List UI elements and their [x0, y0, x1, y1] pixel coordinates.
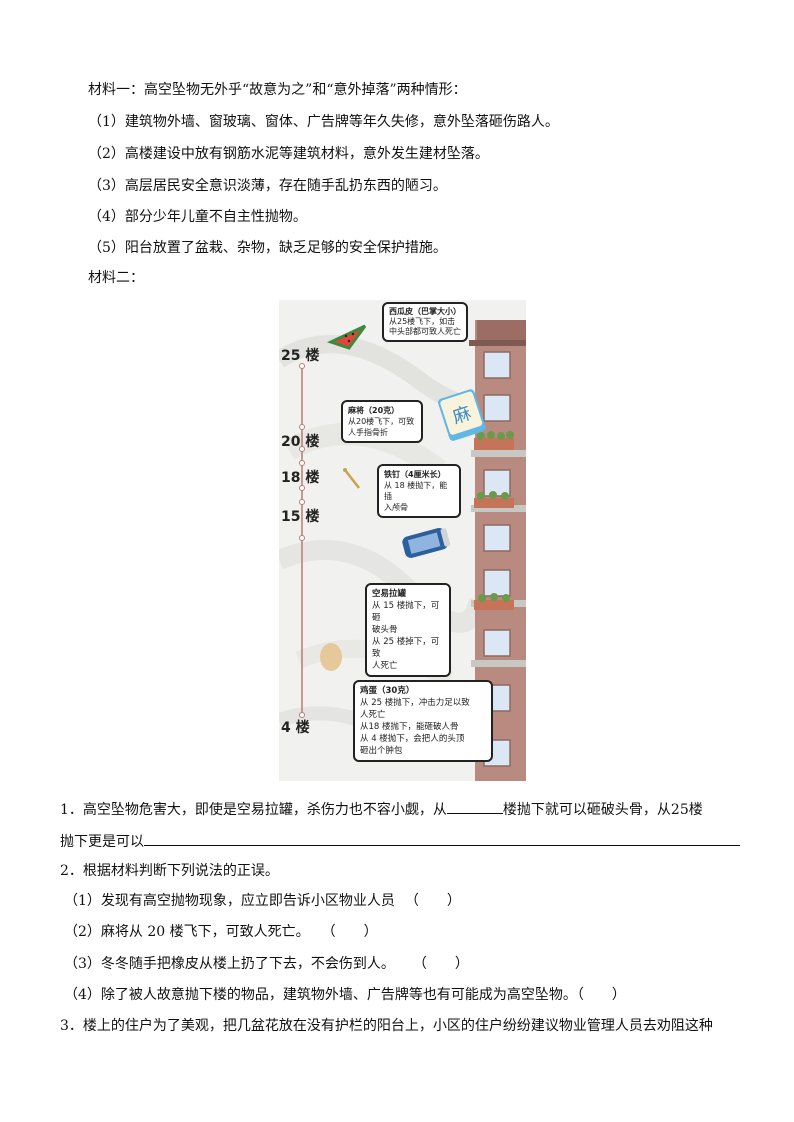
floor-label: 20 楼 [281, 434, 320, 450]
material1-item: （5）阳台放置了盆栽、杂物，缺乏足够的安全保护措施。 [88, 240, 447, 256]
question-2-item: （4）除了被人故意抛下楼的物品，建筑物外墙、广告牌等也有可能成为高空坠物。（ ） [64, 987, 626, 1003]
watermelon-callout: 西瓜皮（巴掌大小） 从25楼飞下，如击 中头部都可致人死亡 [382, 302, 468, 342]
answer-blank[interactable] [144, 830, 740, 846]
floor-label: 4 楼 [281, 720, 310, 736]
answer-parentheses[interactable]: （ ） [412, 956, 469, 972]
question-2-item: （1）发现有高空抛物现象，应立即告诉小区物业人员（ ） [64, 893, 461, 909]
material1-item: （1）建筑物外墙、窗玻璃、窗体、广告牌等年久失修，意外坠落砸伤路人。 [88, 114, 559, 130]
question-1-continued: 抛下更是可以 [60, 830, 740, 852]
question-1: 1．高空坠物危害大，即使是空易拉罐，杀伤力也不容小觑，从楼抛下就可以砸破头骨，从… [60, 798, 703, 820]
svg-text:麻: 麻 [450, 403, 474, 429]
material2-title: 材料二： [88, 270, 144, 286]
answer-parentheses[interactable]: （ ） [404, 893, 461, 909]
question-3: 3．楼上的住户为了美观，把几盆花放在没有护栏的阳台上，小区的住户纷纷建议物业管理… [60, 1018, 713, 1034]
material1-item: （3）高层居民安全意识淡薄，存在随手乱扔东西的陋习。 [88, 178, 447, 194]
floor-label: 15 楼 [281, 509, 320, 525]
answer-parentheses[interactable]: （ ） [576, 987, 626, 1003]
material1-item: （2）高楼建设中放有钢筋水泥等建筑材料，意外发生建材坠落。 [88, 146, 489, 162]
nail-callout: 铁钉（4厘米长） 从 18 楼抛下，能插 入颅骨 [377, 464, 461, 518]
material1-item: （4）部分少年儿童不自主性抛物。 [88, 209, 307, 225]
egg-callout: 鸡蛋（30克） 从 25 楼抛下，冲击力足以致 人死亡 从18 楼抛下，能砸破人… [353, 680, 493, 762]
answer-blank[interactable] [446, 798, 503, 814]
question-2-item: （2）麻将从 20 楼飞下，可致人死亡。（ ） [64, 924, 378, 940]
question-2-stem: 2．根据材料判断下列说法的正误。 [60, 863, 279, 879]
material1-title: 材料一：高空坠物无外乎“故意为之”和“意外掉落”两种情形： [88, 82, 467, 98]
can-callout: 空易拉罐 从 15 楼抛下，可砸 破头骨 从 25 楼掉下，可致 人死亡 [365, 583, 451, 677]
answer-parentheses[interactable]: （ ） [321, 924, 378, 940]
floor-label: 25 楼 [281, 348, 320, 364]
mahjong-callout: 麻将（20克） 从20楼飞下，可致 人手指骨折 [341, 400, 423, 443]
question-2-item: （3）冬冬随手把橡皮从楼上扔了下去，不会伤到人。（ ） [64, 956, 469, 972]
falling-objects-infographic: 麻 25 楼 20 楼 18 楼 15 楼 4 楼 西瓜皮（巴掌大小） 从25楼… [279, 300, 526, 781]
floor-label: 18 楼 [281, 470, 320, 486]
